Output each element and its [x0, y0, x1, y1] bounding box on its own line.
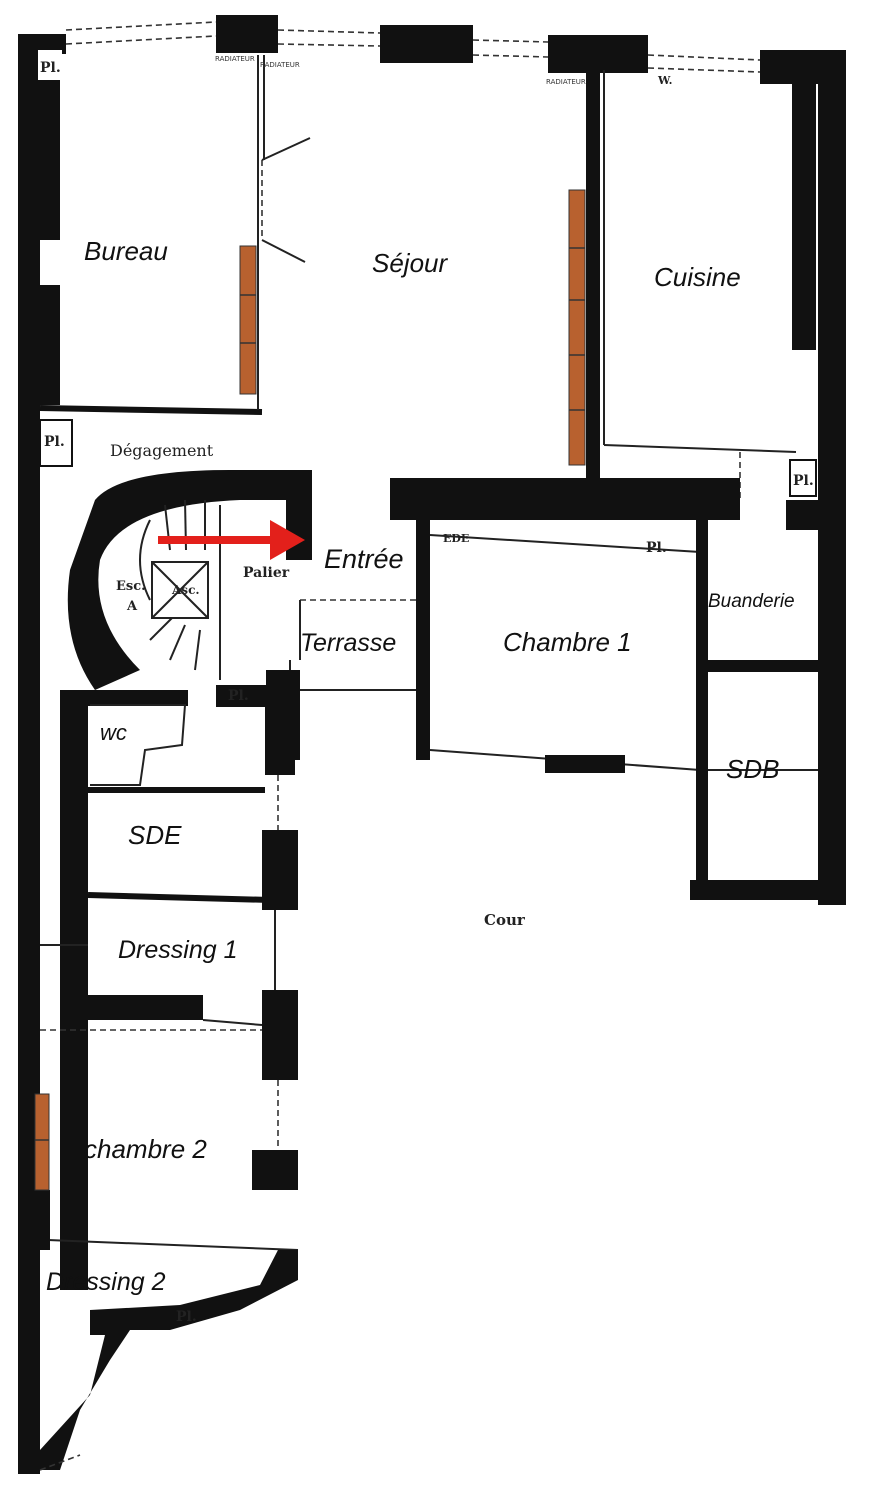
room-label-cuisine: Cuisine: [654, 262, 741, 292]
esc-label: Esc.: [116, 579, 146, 594]
room-label-sdb: SDB: [726, 754, 779, 784]
placards: Pl. Pl. Pl. Pl. Pl. Pl.: [38, 50, 817, 1325]
radiateur-label: RADIATEUR: [546, 78, 586, 86]
room-labels: Bureau Séjour Cuisine Entrée Terrasse Ch…: [46, 236, 795, 1296]
esc-letter: A: [126, 599, 138, 614]
room-label-sde: SDE: [128, 820, 182, 850]
room-label-dressing1: Dressing 1: [118, 936, 238, 964]
wv-label: W.: [657, 74, 672, 87]
room-label-buanderie: Buanderie: [708, 591, 795, 612]
staircase-block: [67, 470, 740, 760]
degagement-label: Dégagement: [110, 441, 214, 460]
ede-label: EDE: [443, 532, 469, 545]
room-label-dressing2: Dressing 2: [46, 1268, 166, 1296]
annotations: RADIATEUR RADIATEUR RADIATEUR W. Dégagem…: [110, 55, 672, 929]
exterior-walls: [18, 15, 846, 1474]
placard-label: Pl.: [44, 434, 65, 450]
radiator-sejour: [568, 189, 586, 466]
placard-label: Pl.: [793, 473, 814, 489]
placard-label: Pl.: [40, 60, 61, 76]
room-label-bureau: Bureau: [84, 236, 168, 266]
radiator-chambre2: [34, 1093, 50, 1191]
sejour-cuisine-wall: [586, 70, 816, 500]
room-label-wc: wc: [100, 720, 127, 745]
placard-label: Pl.: [176, 1309, 197, 1325]
cour-label: Cour: [484, 911, 526, 929]
placard-label: Pl.: [228, 688, 249, 704]
radiator-bureau: [239, 245, 257, 395]
room-label-sejour: Séjour: [372, 248, 448, 278]
room-label-chambre1: Chambre 1: [503, 627, 632, 657]
placard-label: Pl.: [646, 540, 667, 556]
palier-label: Palier: [243, 565, 290, 581]
room-label-entree: Entrée: [324, 544, 404, 574]
bureau-walls: [38, 55, 311, 415]
west-wing-walls: [28, 690, 299, 1471]
radiators: [34, 189, 586, 1191]
radiateur-label: RADIATEUR: [260, 61, 300, 69]
asc-label: Asc.: [171, 583, 200, 597]
entry-arrow: [158, 520, 305, 560]
room-label-terrasse: Terrasse: [300, 629, 396, 657]
radiateur-label: RADIATEUR: [215, 55, 255, 63]
east-rooms-walls: [429, 500, 818, 900]
room-label-chambre2: chambre 2: [84, 1134, 207, 1164]
